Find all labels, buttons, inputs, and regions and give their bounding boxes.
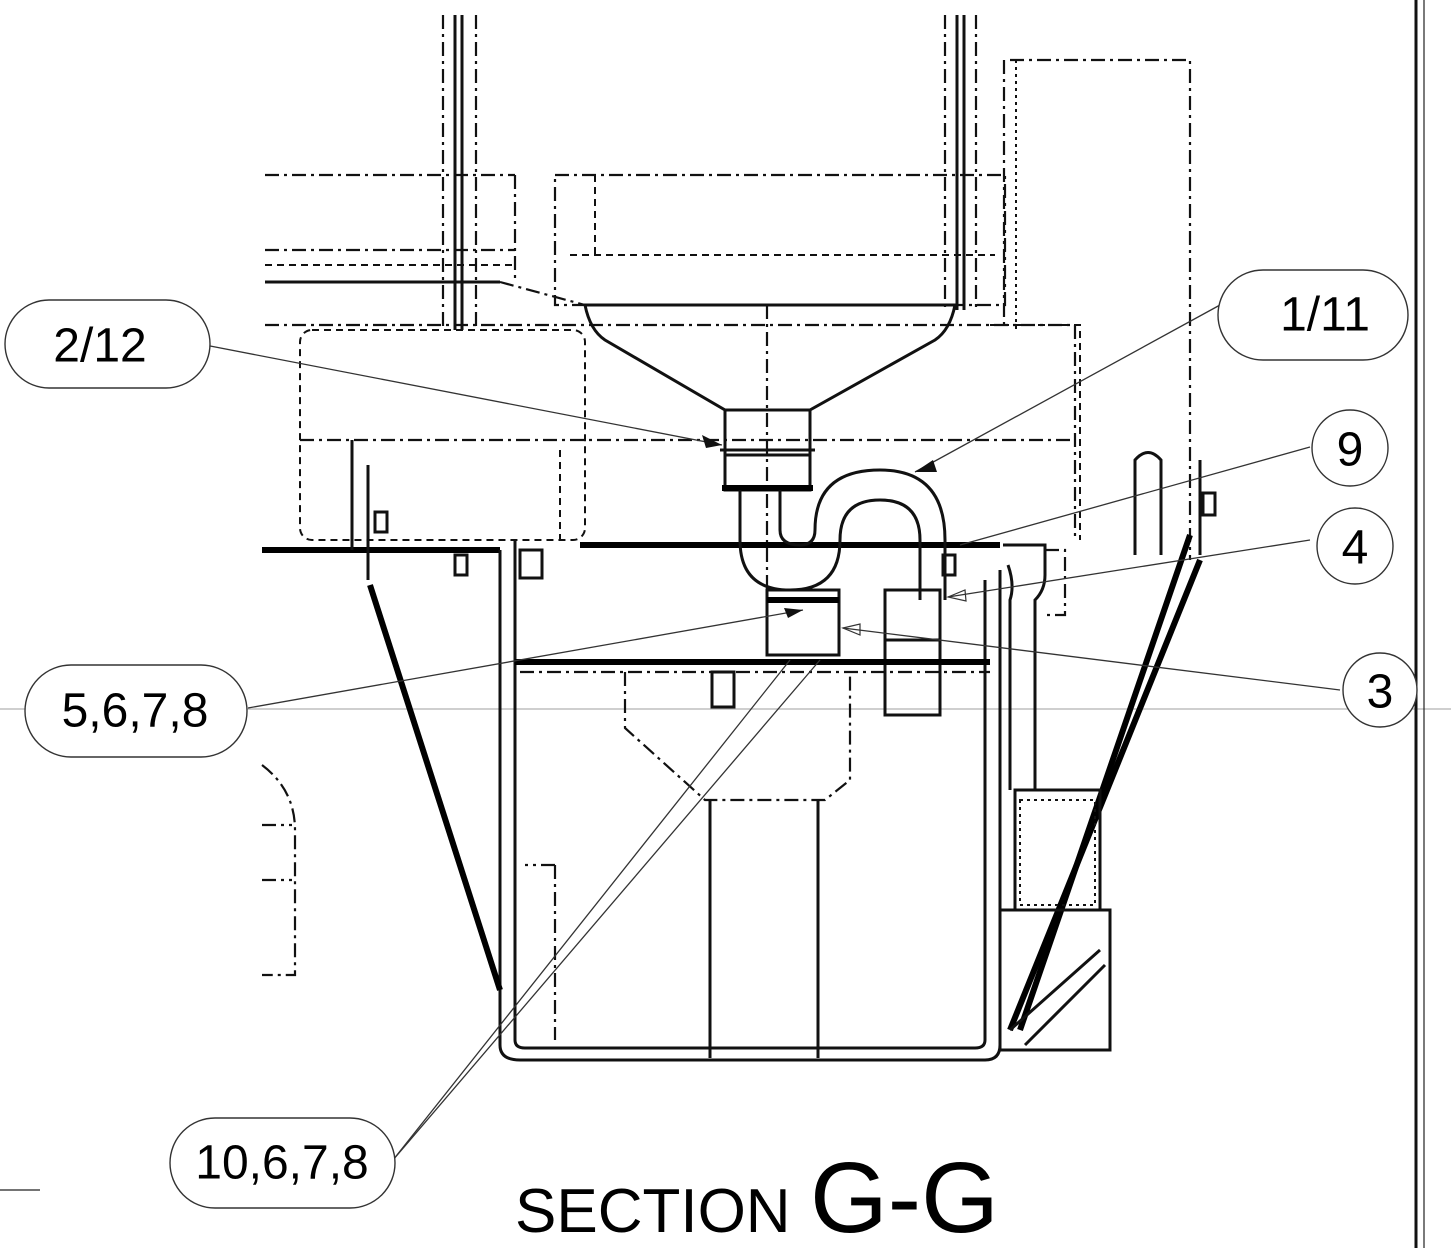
- filter-body: [765, 588, 841, 657]
- pump-mesh-box: [998, 788, 1112, 1052]
- upper-right-tank: [553, 173, 1007, 307]
- callout-9-label: 9: [1337, 424, 1364, 477]
- section-title-prefix: SECTION: [515, 1177, 791, 1246]
- right-vertical-pipe: [1003, 543, 1067, 790]
- inner-hopper: [623, 670, 852, 1058]
- callout-1-11: 1/11: [1217, 269, 1409, 361]
- callout-5-6-7-8: 5,6,7,8: [24, 664, 248, 758]
- mid-cabinet: [265, 323, 1081, 541]
- callout-2-12: 2/12: [4, 299, 211, 389]
- upper-left-shelf: [265, 173, 586, 307]
- callout-4: 4: [1316, 507, 1394, 585]
- p-trap-pipe: [738, 468, 947, 717]
- left-skirt: [350, 440, 503, 991]
- callout-3-label: 3: [1367, 666, 1394, 719]
- callout-4-label: 4: [1342, 522, 1369, 575]
- upper-columns: [441, 15, 978, 330]
- section-title-letters: G-G: [810, 1142, 999, 1248]
- right-skirt: [1007, 451, 1217, 1032]
- left-partial-outline: [0, 764, 297, 1191]
- callout-9: 9: [1311, 409, 1389, 487]
- callout-10-6-7-8: 10,6,7,8: [169, 1117, 396, 1209]
- callout-10-6-7-8-label: 10,6,7,8: [195, 1137, 368, 1190]
- callout-1-11-label: 1/11: [1280, 289, 1370, 342]
- callout-5-6-7-8-label: 5,6,7,8: [62, 685, 209, 738]
- callout-3: 3: [1342, 652, 1418, 728]
- section-title: SECTION G-G: [515, 1142, 999, 1248]
- leader-lines: [204, 304, 1341, 1161]
- funnel: [583, 303, 957, 640]
- lower-tank: [498, 540, 1002, 1062]
- callout-2-12-label: 2/12: [53, 320, 146, 373]
- base-plate: [262, 542, 1000, 577]
